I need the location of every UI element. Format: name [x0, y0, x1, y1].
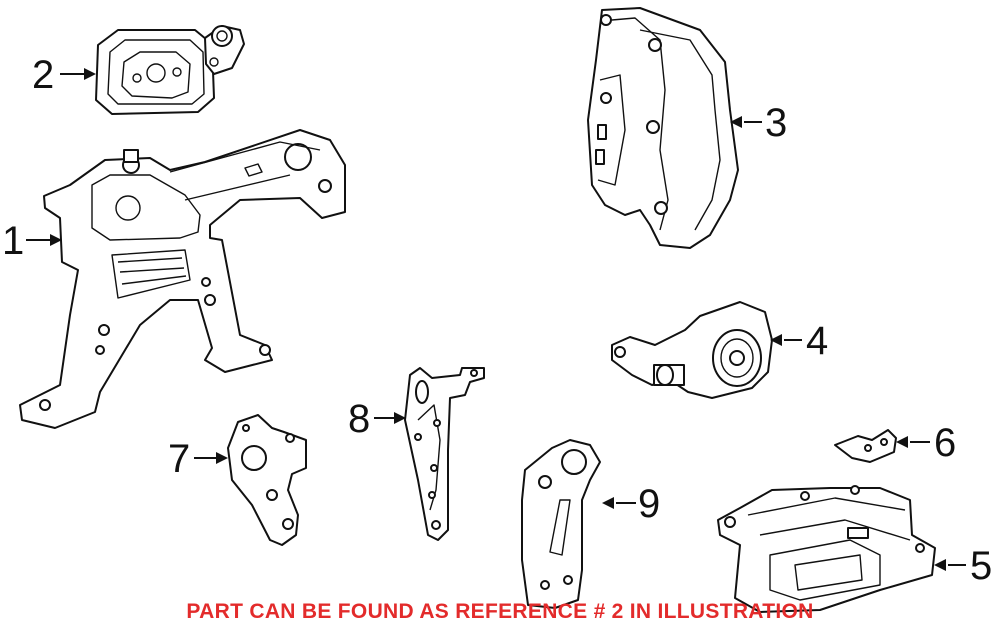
leader-line-7 — [194, 452, 228, 464]
footer-note: PART CAN BE FOUND AS REFERENCE # 2 IN IL… — [186, 600, 814, 623]
callout-8: 8 — [348, 397, 370, 441]
callout-6: 6 — [934, 421, 956, 465]
callout-2: 2 — [32, 53, 54, 97]
part-6-clip — [834, 429, 897, 463]
part-1-mount-bracket — [19, 129, 346, 429]
callout-1: 1 — [2, 219, 24, 263]
part-2-engine-mount — [95, 25, 245, 115]
leader-line-8 — [374, 412, 406, 424]
callout-9: 9 — [638, 482, 660, 526]
leader-line-9 — [602, 497, 636, 509]
part-7-bracket — [227, 414, 307, 546]
part-4-torque-strut — [611, 301, 773, 399]
leader-line-3 — [730, 116, 762, 128]
leader-line-1 — [26, 234, 62, 246]
leader-line-2 — [60, 68, 96, 80]
leader-line-5 — [934, 559, 966, 571]
part-8-bracket — [404, 367, 485, 541]
callout-5: 5 — [970, 544, 992, 588]
callout-7: 7 — [168, 437, 190, 481]
part-3-transmission-bracket — [587, 7, 739, 249]
part-5-transmission-mount — [717, 485, 936, 613]
callout-3: 3 — [765, 101, 787, 145]
leader-line-6 — [896, 436, 930, 448]
leader-line-4 — [770, 334, 802, 346]
part-9-bracket — [521, 439, 601, 609]
callout-4: 4 — [806, 319, 828, 363]
